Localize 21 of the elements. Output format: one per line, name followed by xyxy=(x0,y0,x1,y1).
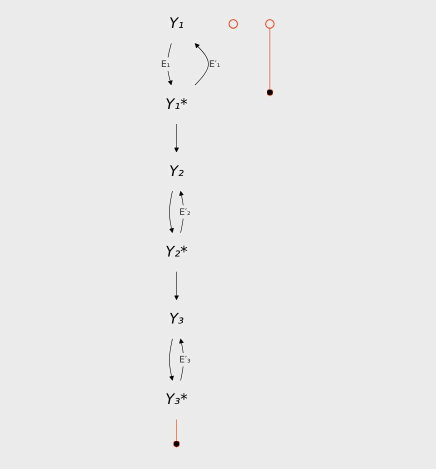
edge-label: E′₃ xyxy=(180,354,192,365)
arrow xyxy=(169,338,174,381)
node-text: Y₁* xyxy=(166,96,188,113)
edge-label: E′₂ xyxy=(180,206,192,218)
arrow xyxy=(174,271,180,300)
arrow xyxy=(179,190,184,234)
arrow xyxy=(174,124,180,152)
node-text: Y₃* xyxy=(166,391,188,408)
edge-label: E′₁ xyxy=(209,58,221,70)
edge-label: E₁ xyxy=(161,58,171,70)
node-text: Y₂ xyxy=(169,162,184,180)
node-text: Y₃ xyxy=(169,310,184,328)
connector xyxy=(266,28,274,96)
arrow xyxy=(168,43,173,86)
node-ellipse xyxy=(228,19,238,29)
node-text: Y₁ xyxy=(169,15,184,32)
arrow xyxy=(195,43,210,86)
arrow xyxy=(169,190,174,234)
connector xyxy=(173,419,180,448)
node-ellipse xyxy=(266,19,275,29)
node-text: Y₂* xyxy=(166,244,188,260)
